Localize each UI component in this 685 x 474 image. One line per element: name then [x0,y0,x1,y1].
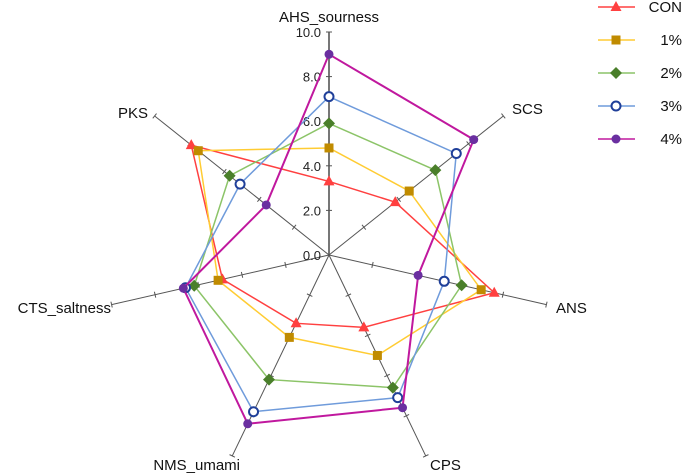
axis-tick [364,333,371,338]
diamond-marker [188,279,201,292]
circle-marker [178,283,188,293]
axis-label-nms-umami: NMS_umami [153,457,240,474]
circle-marker [243,419,253,429]
square-marker [213,275,223,285]
axis-label-cts-saltness: CTS_saltness [18,300,111,317]
series-outline [190,144,496,329]
triangle-marker [488,286,500,297]
series-outline [193,122,463,389]
triangle-marker [323,175,335,186]
axis-tick [545,301,548,308]
legend-label: CON [649,0,682,16]
axis-tick [284,261,287,268]
legend: CON 1% 2% 3% 4% [598,0,682,148]
open-circle-marker [438,275,450,287]
diamond-marker [610,67,622,79]
legend-item-1pct: 1% [598,32,682,49]
legend-item-3pct: 3% [598,98,682,115]
axis-tick [501,113,506,119]
diamond-marker [429,164,442,177]
axis-tick [384,373,390,378]
diamond-marker [263,373,276,386]
square-marker [476,285,486,295]
axis-tick [403,413,410,418]
triangle-marker [389,196,401,207]
series-2pct [188,117,468,394]
axis-label-scs: SCS [512,101,543,118]
axis-line-2 [328,254,547,306]
axis-tick [240,271,244,278]
axis-tick [110,301,113,308]
square-marker [324,143,334,153]
axis-label-cps: CPS [430,457,461,474]
legend-label: 2% [660,65,682,82]
axis-tick [422,454,429,458]
axis-tick [371,261,374,268]
axis-tick [361,224,367,230]
series-4pct [178,49,479,429]
legend-item-2pct: 2% [598,65,682,82]
legend-label: 3% [660,98,682,115]
series-1pct [193,143,486,360]
axis-label-ahs-sourness: AHS_sourness [279,9,379,26]
legend-label: 4% [660,131,682,148]
series-3pct [180,91,462,418]
tick-label: 0.0 [303,248,321,263]
open-circle-marker [248,406,260,418]
circle-marker [469,135,479,145]
diamond-marker [455,279,468,292]
circle-marker [413,270,423,280]
series-outline [184,95,458,413]
triangle-marker [358,321,370,332]
series-outline [197,147,483,357]
axis-tick [291,224,297,230]
tick-label: 8.0 [303,70,321,85]
tick-label: 4.0 [303,159,321,174]
diamond-marker [223,169,236,182]
axis-label-pks: PKS [118,105,148,122]
axis-tick [152,113,157,119]
axis-tick [153,291,157,298]
square-marker [193,146,203,156]
diamond-marker [323,117,335,130]
square-marker [404,186,414,196]
tick-label: 6.0 [303,114,321,129]
open-circle-marker [323,91,335,103]
series-con [185,139,500,332]
diamond-marker [386,381,399,394]
legend-label: 1% [660,32,682,49]
open-circle-marker [450,148,462,160]
axis-label-ans: ANS [556,300,587,317]
circle-marker [261,200,271,210]
circle-marker [324,49,334,59]
triangle-marker [290,317,302,328]
axis-tick [466,141,471,147]
circle-marker [611,134,621,144]
axis-tick [256,196,262,203]
radar-series [178,49,500,429]
legend-item-con: CON [598,0,682,16]
square-marker [284,332,294,342]
axis-tick [501,291,505,298]
axis-tick [345,293,352,297]
series-outline [182,52,475,425]
tick-labels: 0.0 2.0 4.0 6.0 8.0 10.0 [296,25,321,263]
axis-tick [306,293,313,297]
axis-tick [229,454,236,458]
square-marker [611,35,621,45]
legend-item-4pct: 4% [598,131,682,148]
open-circle-marker [234,178,246,190]
open-circle-marker [392,392,404,404]
triangle-marker [610,1,622,11]
axis-tick [396,196,402,203]
open-circle-marker [610,100,622,112]
tick-label: 2.0 [303,203,321,218]
circle-marker [398,403,408,413]
tick-label: 10.0 [296,25,321,40]
square-marker [372,350,382,360]
axis-tick [222,168,227,175]
